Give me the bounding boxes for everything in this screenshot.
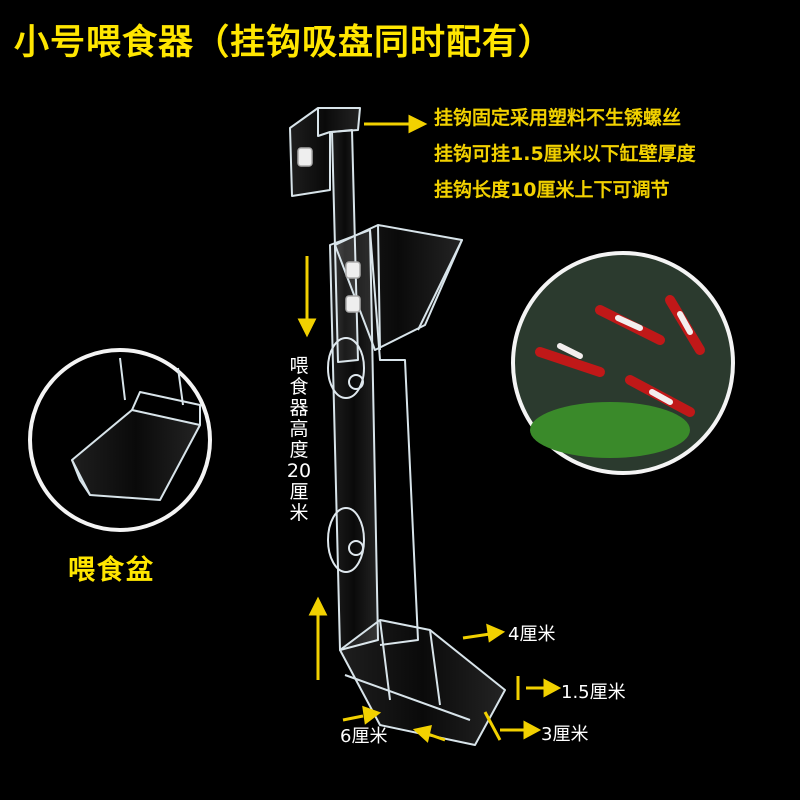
arrow-icon xyxy=(308,596,328,616)
suction-cup-icon xyxy=(327,337,365,399)
height-label: 喂食器高度20厘米 xyxy=(286,355,312,524)
arrow-icon xyxy=(523,720,542,740)
tray-length-label: 4厘米 xyxy=(508,624,556,645)
arrow-icon xyxy=(297,318,317,338)
hook-note: 挂钩固定采用塑料不生锈螺丝 xyxy=(434,107,682,129)
width-label: 6厘米 xyxy=(340,726,388,747)
hook-feature-notes: 挂钩固定采用塑料不生锈螺丝 挂钩可挂1.5厘米以下缸壁厚度 挂钩长度10厘米上下… xyxy=(434,100,696,208)
feeding-bowl-inset xyxy=(28,348,212,532)
screw-icon xyxy=(345,295,361,313)
screw-icon xyxy=(297,147,313,167)
arrow-icon xyxy=(362,705,382,725)
arrow-icon xyxy=(408,114,428,134)
shrimp-photo-inset xyxy=(511,251,735,475)
feeding-bowl-label: 喂食盆 xyxy=(68,555,155,586)
depth-label: 3厘米 xyxy=(541,724,589,745)
arrow-icon xyxy=(412,725,432,743)
wall-height-label: 1.5厘米 xyxy=(561,682,626,703)
arrow-icon xyxy=(543,678,562,698)
hook-note: 挂钩长度10厘米上下可调节 xyxy=(434,179,670,201)
suction-cup-icon xyxy=(327,507,365,573)
screw-icon xyxy=(345,261,361,279)
hook-note: 挂钩可挂1.5厘米以下缸壁厚度 xyxy=(434,143,696,165)
feed-funnel xyxy=(334,224,463,351)
arrow-icon xyxy=(486,623,506,643)
page-title: 小号喂食器（挂钩吸盘同时配有） xyxy=(14,23,555,63)
